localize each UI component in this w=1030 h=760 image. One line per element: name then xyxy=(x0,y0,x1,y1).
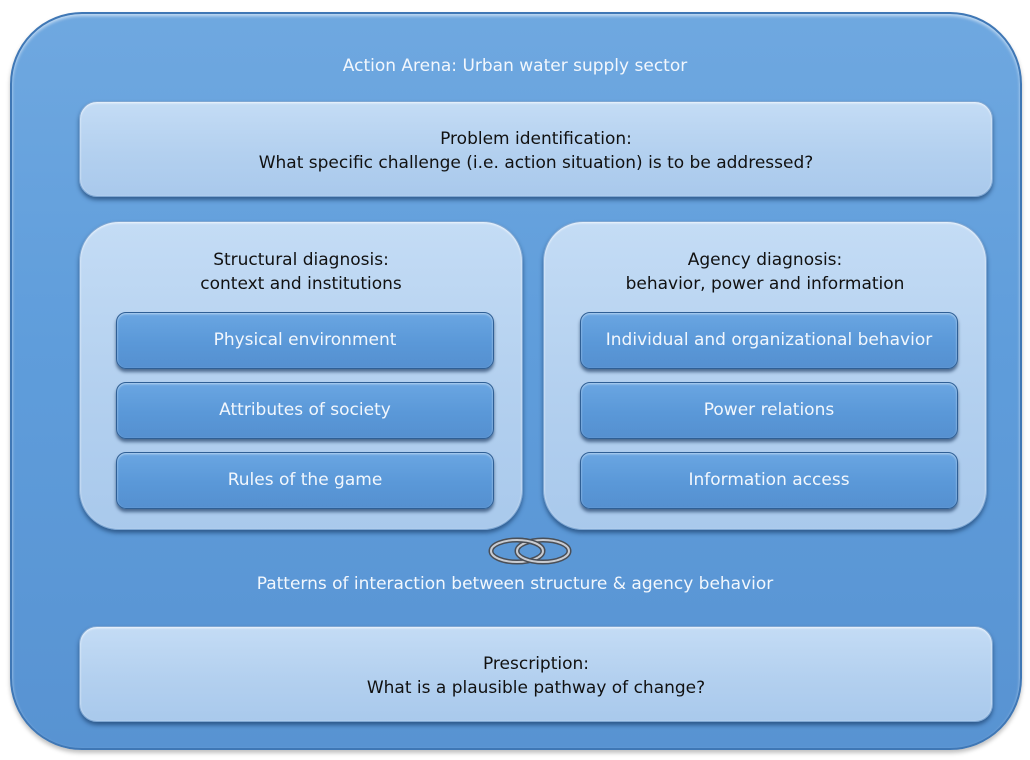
action-arena-title: Action Arena: Urban water supply sector xyxy=(342,56,688,76)
information-access-box: Information access xyxy=(580,452,958,509)
prescription-heading: Prescription: xyxy=(482,654,590,674)
interaction-patterns-label: Patterns of interaction between structur… xyxy=(256,574,774,594)
structural-title-line2: context and institutions xyxy=(200,274,402,294)
agency-title-line1: Agency diagnosis: xyxy=(687,250,843,270)
prescription-box: Prescription: What is a plausible pathwa… xyxy=(79,626,993,722)
interlinked-rings-icon xyxy=(488,537,572,565)
prescription-text: Prescription: What is a plausible pathwa… xyxy=(80,652,992,700)
agency-diagnosis-title: Agency diagnosis: behavior, power and in… xyxy=(544,248,986,296)
structural-title-line1: Structural diagnosis: xyxy=(213,250,389,270)
rules-of-the-game-box: Rules of the game xyxy=(116,452,494,509)
problem-heading: Problem identification: xyxy=(440,129,632,149)
power-relations-box: Power relations xyxy=(580,382,958,439)
prescription-question: What is a plausible pathway of change? xyxy=(366,678,706,698)
structural-diagnosis-title: Structural diagnosis: context and instit… xyxy=(80,248,522,296)
problem-question: What specific challenge (i.e. action sit… xyxy=(258,153,814,173)
agency-diagnosis-panel: Agency diagnosis: behavior, power and in… xyxy=(543,221,987,530)
individual-organizational-behavior-box: Individual and organizational behavior xyxy=(580,312,958,369)
physical-environment-box: Physical environment xyxy=(116,312,494,369)
structural-diagnosis-panel: Structural diagnosis: context and instit… xyxy=(79,221,523,530)
problem-identification-box: Problem identification: What specific ch… xyxy=(79,101,993,197)
problem-identification-text: Problem identification: What specific ch… xyxy=(80,127,992,175)
agency-title-line2: behavior, power and information xyxy=(625,274,905,294)
attributes-of-society-box: Attributes of society xyxy=(116,382,494,439)
